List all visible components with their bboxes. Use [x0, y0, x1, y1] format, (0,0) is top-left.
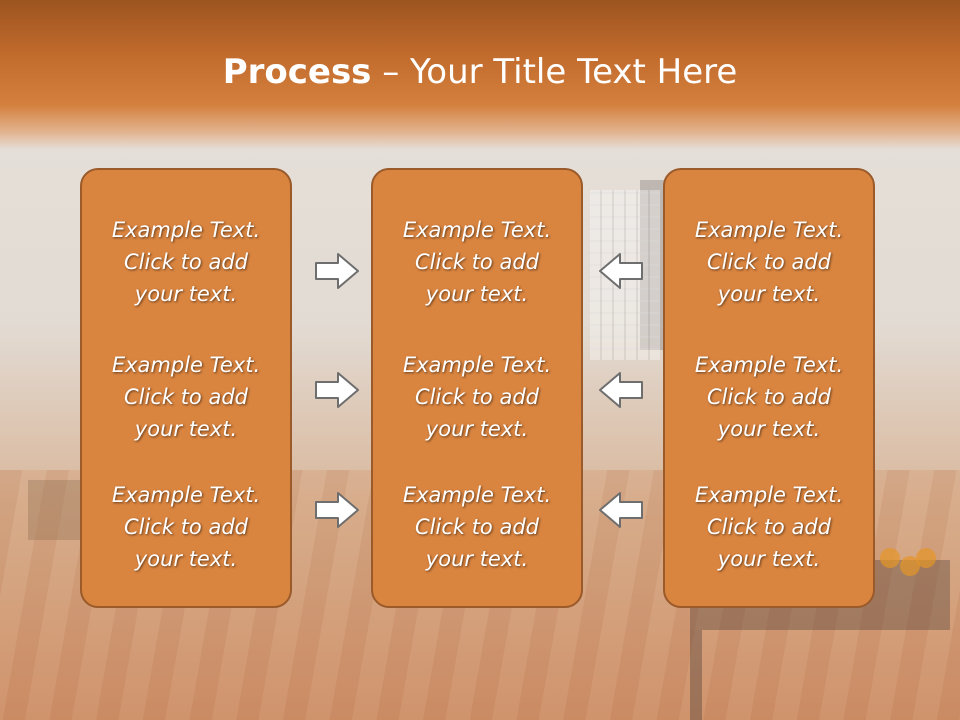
text-line: Click to add	[414, 385, 539, 409]
text-line: your text.	[134, 417, 238, 441]
title-bold: Process	[222, 52, 372, 92]
process-box-center[interactable]: Example Text. Click to add your text. Exam…	[371, 168, 583, 608]
text-line: Example Text.	[402, 483, 552, 507]
text-line: your text.	[425, 547, 529, 571]
text-line: Example Text.	[694, 353, 844, 377]
text-line: your text.	[134, 282, 238, 306]
text-line: Click to add	[123, 515, 248, 539]
text-line: your text.	[717, 417, 821, 441]
text-line: Click to add	[706, 385, 831, 409]
text-block[interactable]: Example Text. Click to add your text.	[665, 349, 873, 445]
process-box-right[interactable]: Example Text. Click to add your text. Exam…	[663, 168, 875, 608]
text-block[interactable]: Example Text. Click to add your text.	[82, 349, 290, 445]
text-block[interactable]: Example Text. Click to add your text.	[373, 214, 581, 310]
text-line: your text.	[134, 547, 238, 571]
text-block[interactable]: Example Text. Click to add your text.	[665, 479, 873, 575]
text-line: Example Text.	[694, 218, 844, 242]
text-line: Example Text.	[111, 218, 261, 242]
arrow-left-icon	[599, 492, 643, 528]
text-block[interactable]: Example Text. Click to add your text.	[373, 349, 581, 445]
fruit	[880, 548, 900, 568]
slide-title[interactable]: Process – Your Title Text Here	[0, 52, 960, 92]
arrow-left-icon	[599, 372, 643, 408]
arrow-right-icon	[315, 372, 359, 408]
text-line: Example Text.	[694, 483, 844, 507]
text-block[interactable]: Example Text. Click to add your text.	[82, 214, 290, 310]
table-leg	[690, 630, 702, 720]
text-line: your text.	[425, 417, 529, 441]
text-block[interactable]: Example Text. Click to add your text.	[373, 479, 581, 575]
process-box-left[interactable]: Example Text. Click to add your text. Exam…	[80, 168, 292, 608]
arrow-left-icon	[599, 253, 643, 289]
text-line: Click to add	[123, 385, 248, 409]
text-line: your text.	[425, 282, 529, 306]
arrow-right-icon	[315, 492, 359, 528]
text-block[interactable]: Example Text. Click to add your text.	[665, 214, 873, 310]
text-line: Example Text.	[111, 353, 261, 377]
title-rest: – Your Title Text Here	[371, 52, 738, 92]
text-line: Example Text.	[402, 218, 552, 242]
text-line: your text.	[717, 547, 821, 571]
fruit	[900, 556, 920, 576]
text-line: Click to add	[123, 250, 248, 274]
text-line: Click to add	[706, 250, 831, 274]
text-block[interactable]: Example Text. Click to add your text.	[82, 479, 290, 575]
title-bar	[0, 0, 960, 150]
text-line: Click to add	[414, 250, 539, 274]
text-line: Click to add	[706, 515, 831, 539]
text-line: Click to add	[414, 515, 539, 539]
arrow-right-icon	[315, 253, 359, 289]
text-line: your text.	[717, 282, 821, 306]
fruit	[916, 548, 936, 568]
text-line: Example Text.	[402, 353, 552, 377]
text-line: Example Text.	[111, 483, 261, 507]
